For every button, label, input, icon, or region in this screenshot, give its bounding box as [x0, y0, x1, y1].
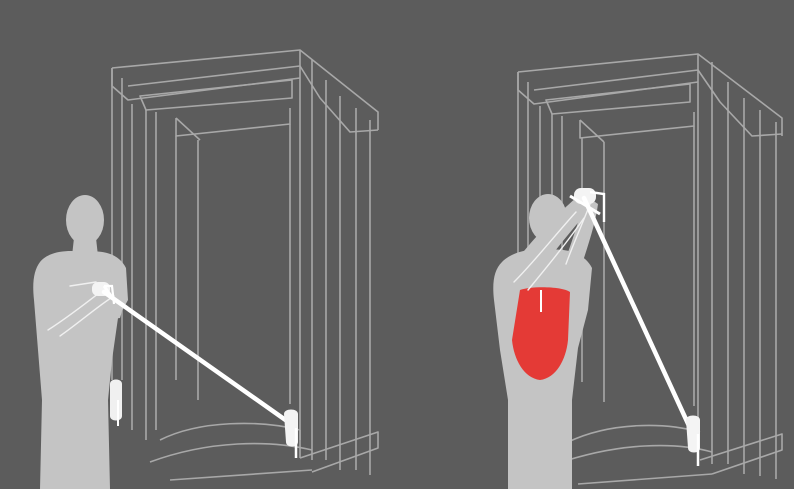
right-low-pulley	[686, 416, 700, 467]
left-side-pulley	[110, 380, 122, 427]
right-cable	[584, 198, 690, 428]
left-body-figure	[33, 195, 128, 489]
left-low-pulley	[284, 410, 298, 459]
right-panel	[493, 54, 782, 489]
left-cable-machine	[112, 50, 378, 480]
left-panel	[33, 50, 378, 489]
